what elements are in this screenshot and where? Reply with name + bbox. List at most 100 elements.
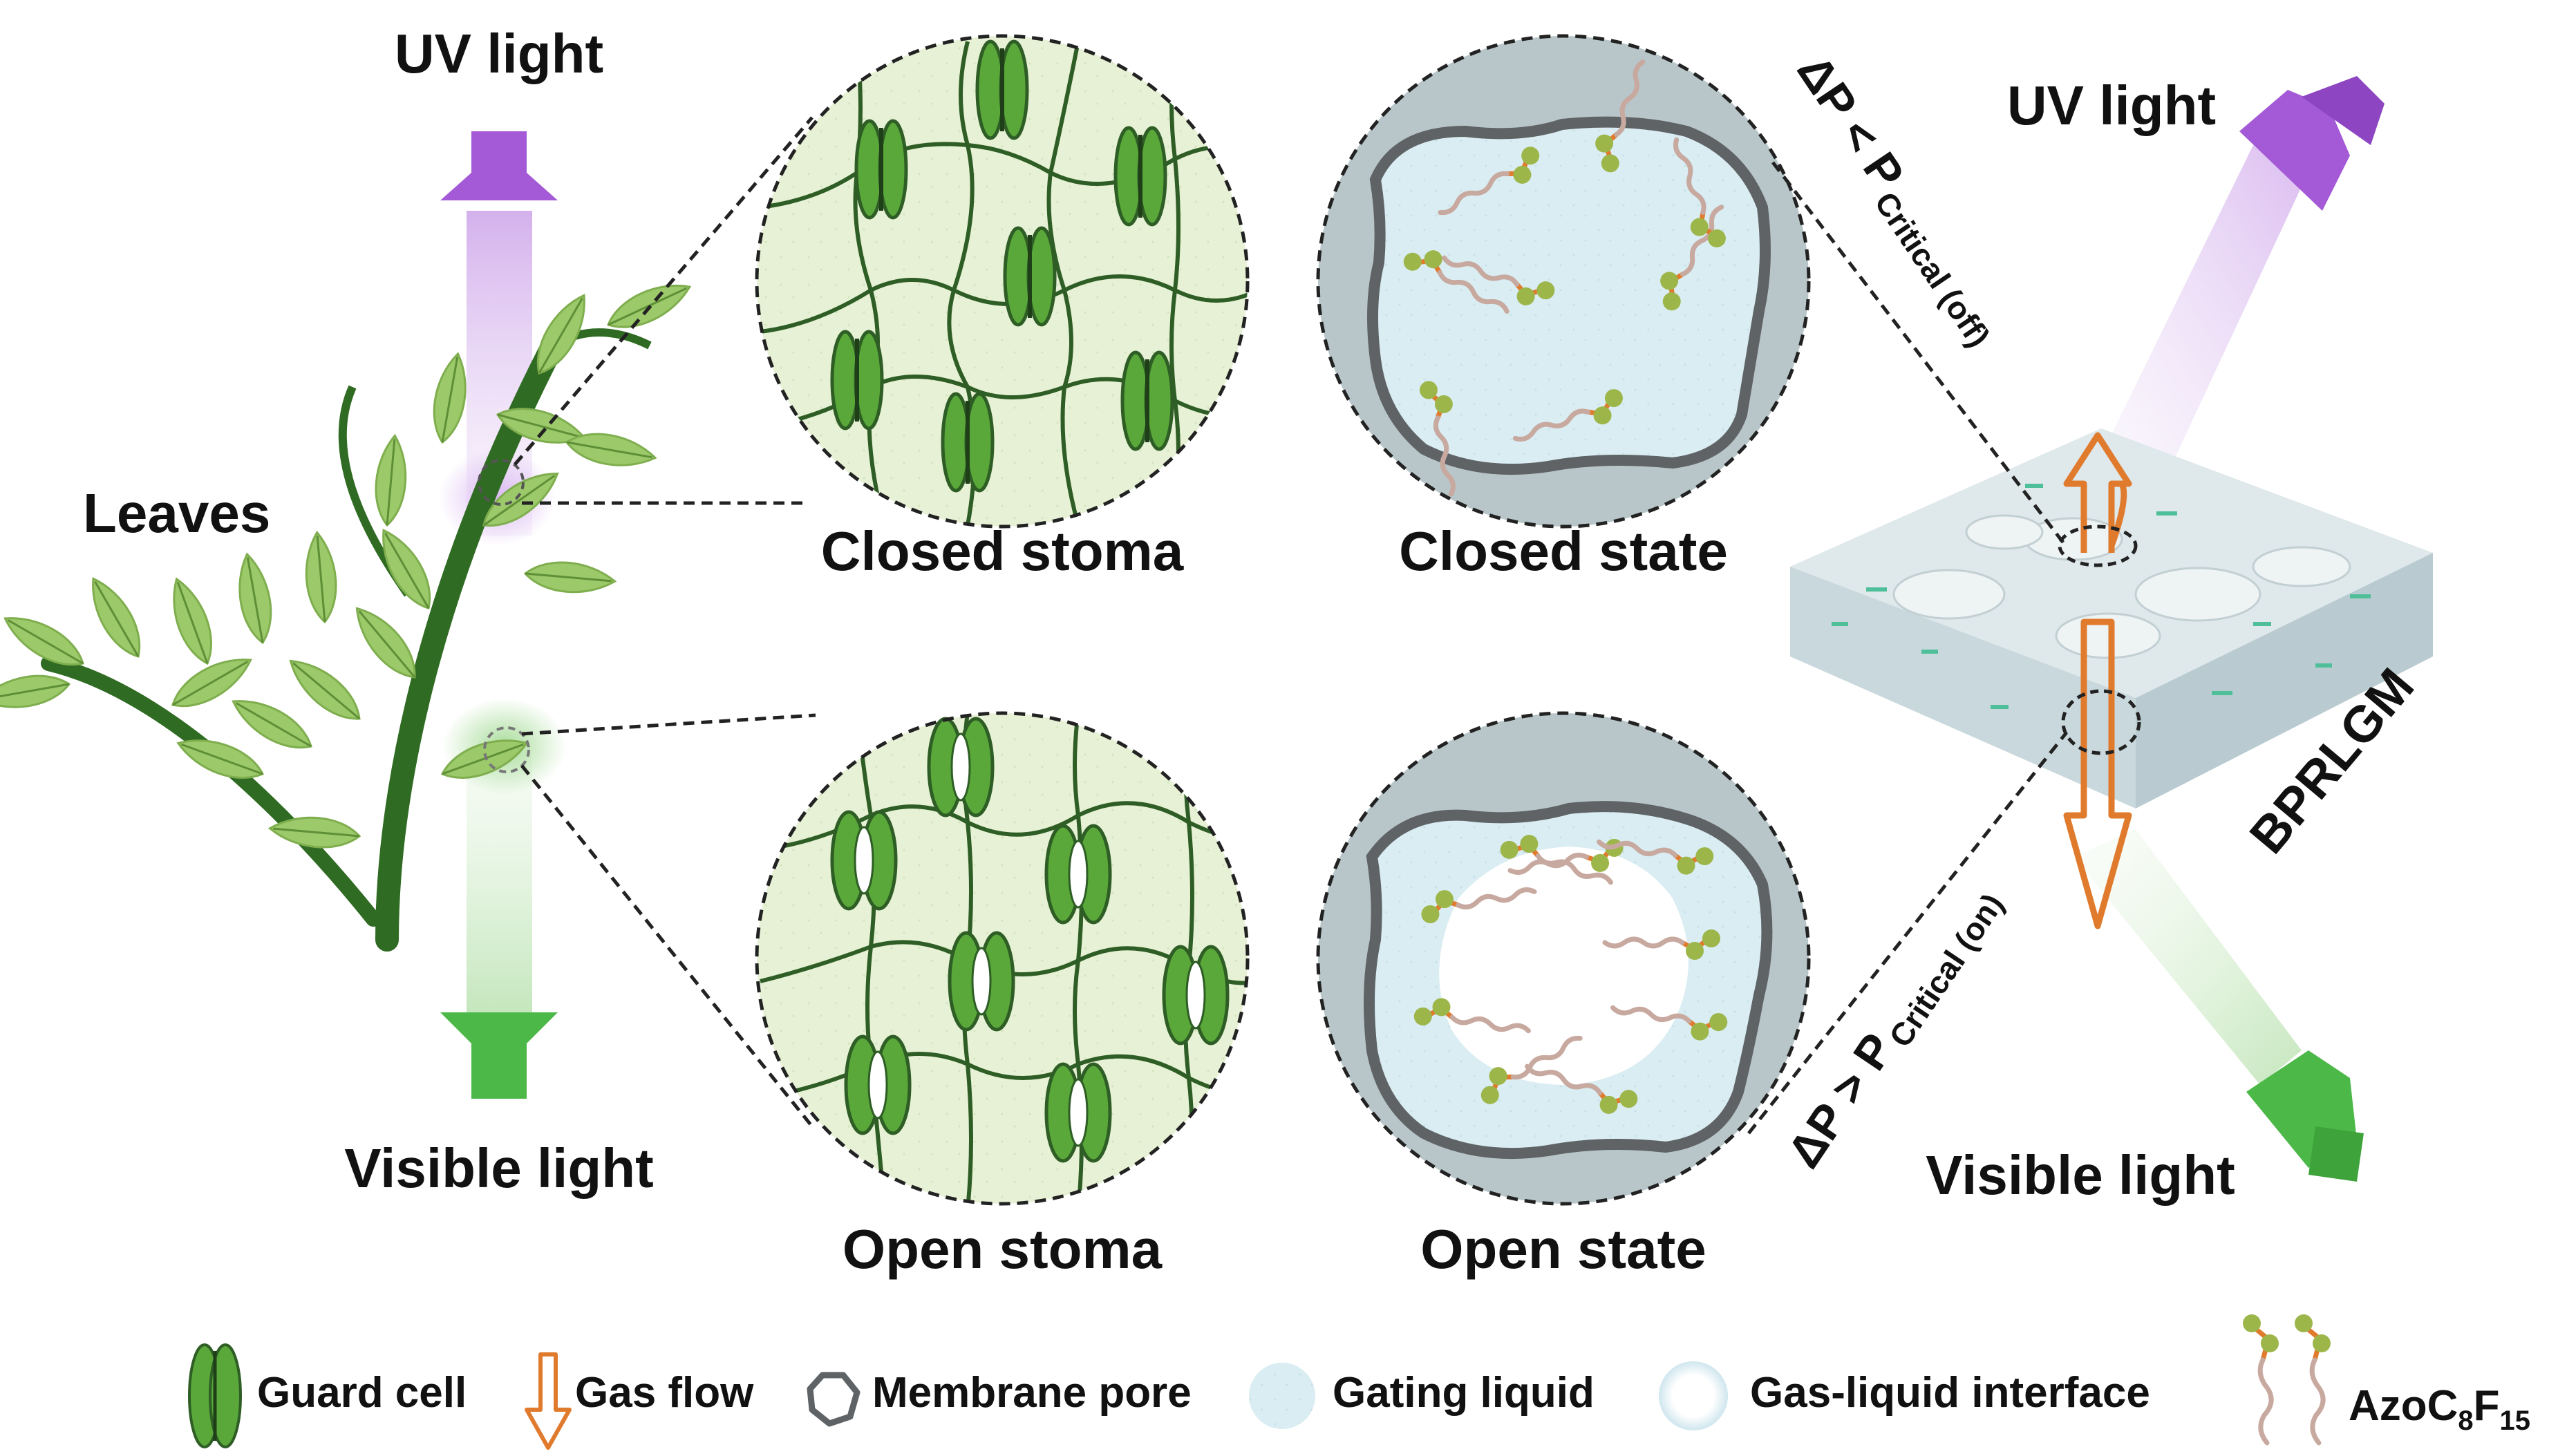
legend-azo: AzoC8F15 [2243, 1314, 2531, 1446]
open-guard-cell-5 [844, 1034, 912, 1135]
legend-guard-cell: Guard cell [188, 1343, 467, 1448]
membrane-pore-upper [2058, 524, 2138, 567]
leaf-4 [433, 352, 467, 444]
visible-lamp-right-icon [2246, 1050, 2364, 1182]
leaf-2 [536, 294, 585, 375]
legend-membrane-pore: Membrane pore [807, 1369, 1192, 1427]
leaf-17 [176, 739, 265, 779]
uv-lamp-left-icon [440, 131, 558, 200]
open-azo-molecule-9 [1525, 1063, 1638, 1114]
closed-pore-wall [1367, 116, 1771, 475]
closed-state-view: Closed state [1316, 34, 1811, 582]
open-azo-molecules [1413, 835, 1728, 1114]
svg-text:ΔP > PCritical (on): ΔP > PCritical (on) [1777, 874, 2010, 1180]
gating-liquid-icon [1249, 1363, 1315, 1429]
open-stoma-view: Open stoma [755, 711, 1250, 1280]
open-azo-molecule-5 [1602, 929, 1720, 960]
azo-f: F [2474, 1382, 2500, 1430]
leaf-blades [0, 284, 692, 849]
open-guard-cell-6 [1162, 945, 1230, 1046]
closed-guard-cell-3 [1113, 126, 1167, 227]
leaf-10 [305, 530, 337, 624]
pressure-on-main: ΔP > P [1777, 1024, 1904, 1177]
leaf-6 [482, 472, 559, 527]
closed-guard-cell-7 [941, 392, 995, 493]
leaf-7 [375, 433, 407, 527]
legend-gating-liquid: Gating liquid [1249, 1363, 1595, 1429]
legend-gas-liquid-interface: Gas-liquid interface [1659, 1361, 2150, 1430]
uv-light-right-label: UV light [2007, 75, 2216, 136]
open-guard-cell-7 [1044, 1062, 1112, 1163]
plant-panel: UV light Visible light Leaves [0, 23, 816, 1199]
leaf-12 [238, 552, 272, 645]
pressure-off-main: ΔP < P [1787, 46, 1915, 198]
open-azo-molecule-3 [1597, 839, 1714, 875]
leaf-9 [382, 529, 431, 609]
closed-state-label: Closed state [1399, 520, 1728, 582]
closed-azo-molecule-7 [1512, 389, 1623, 442]
azo-sub-8: 8 [2458, 1406, 2473, 1436]
gas-flow-arrow-icon [525, 1352, 572, 1450]
closed-stoma-label: Closed stoma [821, 520, 1184, 582]
legend: Guard cell Gas flow Membrane pore Gating… [188, 1314, 2531, 1450]
stoma-spot-lower [483, 726, 530, 773]
open-state-view: Open state [1316, 711, 1811, 1280]
legend-guard-cell-label: Guard cell [257, 1369, 467, 1417]
legend-gas-liquid-interface-label: Gas-liquid interface [1750, 1369, 2150, 1417]
leaf-15 [232, 700, 312, 749]
open-guard-cells [830, 717, 1230, 1163]
azo-molecule-icon [2243, 1314, 2331, 1446]
leaf-8 [523, 561, 617, 594]
visible-beam-right [2073, 829, 2302, 1085]
membrane-gas-flow-arrows [2063, 432, 2132, 929]
closed-azo-molecule-8 [1673, 137, 1726, 247]
open-guard-cell-4 [948, 931, 1015, 1032]
closed-azo-molecule-2 [1595, 59, 1646, 173]
uv-beam-right [2087, 145, 2302, 498]
azo-base: AzoC [2349, 1382, 2458, 1430]
closed-azo-molecule-1 [1438, 146, 1540, 216]
visible-light-right-label: Visible light [1926, 1144, 2235, 1206]
open-azo-molecule-4 [1421, 887, 1537, 924]
closed-azo-molecule-5 [1660, 205, 1724, 311]
closed-azo-molecule-6 [1419, 381, 1456, 497]
membrane-panel: ΔP < PCritical (off) ΔP > PCritical (on)… [1747, 46, 2433, 1206]
azo-sub-15: 15 [2500, 1406, 2531, 1436]
open-guard-cell-1 [927, 717, 995, 817]
closed-azo-molecule-3 [1403, 250, 1509, 314]
leaves-label: Leaves [83, 482, 270, 544]
visible-light-left-label: Visible light [344, 1137, 654, 1199]
membrane-pore-lower [2061, 689, 2141, 755]
svg-text:ΔP < PCritical (off): ΔP < PCritical (off) [1782, 46, 2016, 353]
leaf-21 [0, 674, 71, 708]
closed-azo-molecules [1403, 59, 1726, 497]
leaf-22 [171, 659, 252, 708]
closed-guard-cell-1 [975, 39, 1029, 140]
pressure-off-sub: Critical (off) [1868, 185, 1997, 353]
membrane-pore-icon [807, 1372, 860, 1427]
uv-light-left-label: UV light [395, 23, 603, 84]
uv-lamp-right-icon [2239, 76, 2385, 211]
open-azo-molecule-7 [1610, 1005, 1728, 1041]
guard-cell-icon [188, 1343, 242, 1448]
legend-gas-flow: Gas flow [525, 1352, 754, 1450]
legend-gas-flow-label: Gas flow [575, 1369, 754, 1417]
closed-guard-cell-6 [1120, 350, 1174, 451]
leaf-16 [92, 577, 141, 658]
leaf-13 [289, 659, 361, 720]
leaf-14 [173, 577, 212, 665]
leaf-5 [565, 433, 657, 466]
open-stoma-label: Open stoma [843, 1218, 1163, 1280]
leaf-11 [355, 607, 416, 679]
closed-guard-cell-5 [830, 330, 884, 431]
gas-channel [1439, 847, 1689, 1085]
closed-guard-cells [830, 39, 1174, 493]
closed-guard-cell-2 [854, 119, 908, 220]
visible-lamp-left-icon [440, 1012, 558, 1099]
pressure-on-label: ΔP > PCritical (on) [1777, 874, 2010, 1180]
legend-gating-liquid-label: Gating liquid [1333, 1369, 1595, 1417]
open-guard-cell-3 [1044, 824, 1112, 925]
closed-guard-cell-4 [1003, 226, 1057, 327]
pressure-off-label: ΔP < PCritical (off) [1782, 46, 2016, 353]
